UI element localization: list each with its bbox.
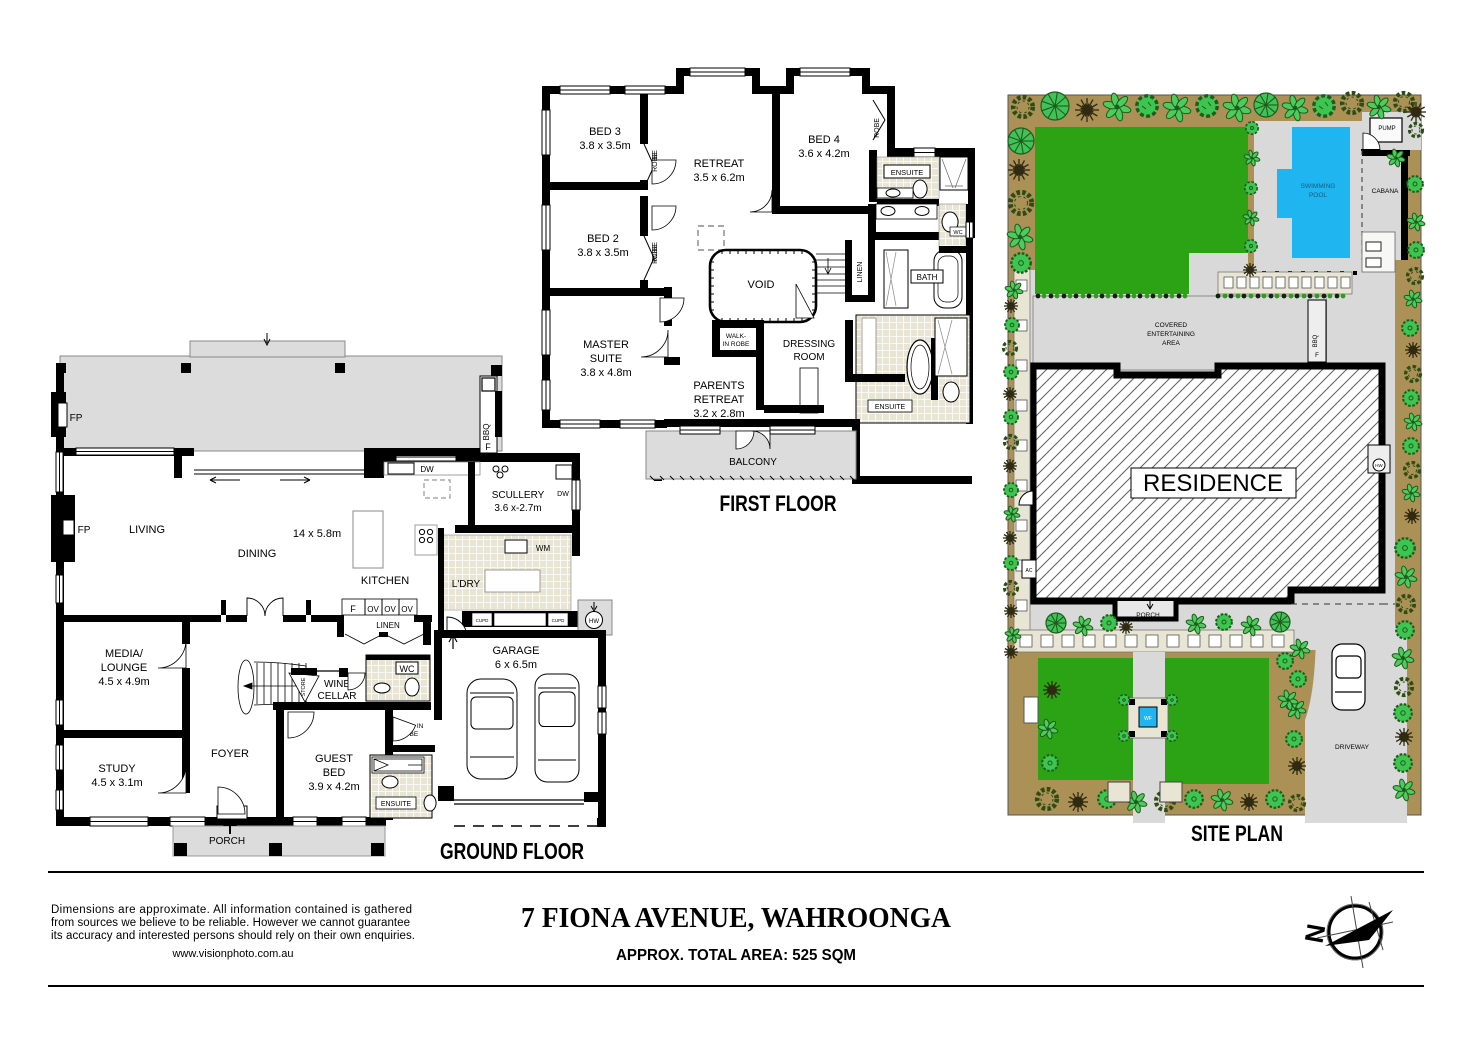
- svg-text:F: F: [485, 442, 491, 452]
- svg-text:www.visionphoto.com.au: www.visionphoto.com.au: [171, 948, 293, 960]
- svg-text:AREA: AREA: [1162, 340, 1180, 347]
- svg-text:PUMP: PUMP: [1378, 126, 1395, 132]
- svg-text:OV: OV: [384, 605, 396, 614]
- svg-text:BED 4: BED 4: [808, 134, 840, 146]
- svg-text:ROBE: ROBE: [652, 244, 659, 264]
- svg-text:3.6 x-2.7m: 3.6 x-2.7m: [494, 503, 541, 514]
- svg-text:IN ROBE: IN ROBE: [723, 341, 750, 348]
- svg-text:SCULLERY: SCULLERY: [492, 490, 545, 501]
- svg-text:GARAGE: GARAGE: [492, 645, 539, 657]
- svg-text:CELLAR: CELLAR: [318, 691, 357, 702]
- svg-text:APPROX. TOTAL AREA: 525 SQM: APPROX. TOTAL AREA: 525 SQM: [616, 947, 856, 964]
- svg-text:SUITE: SUITE: [590, 353, 622, 365]
- svg-text:BBQ: BBQ: [482, 424, 491, 441]
- svg-text:POOL: POOL: [1309, 192, 1327, 199]
- svg-text:3.8 x 3.5m: 3.8 x 3.5m: [577, 247, 628, 259]
- svg-text:WINE: WINE: [324, 679, 350, 690]
- svg-text:HW: HW: [589, 619, 599, 625]
- svg-text:its accuracy and interested pe: its accuracy and interested persons shou…: [51, 930, 415, 942]
- svg-text:DW: DW: [420, 465, 434, 474]
- svg-text:COVERED: COVERED: [1155, 322, 1187, 329]
- svg-text:PORCH: PORCH: [1136, 612, 1160, 619]
- svg-text:F: F: [1315, 353, 1319, 359]
- svg-text:ROOM: ROOM: [793, 352, 824, 363]
- svg-text:BATH: BATH: [917, 273, 938, 282]
- svg-text:WC: WC: [953, 230, 962, 236]
- svg-text:BED 3: BED 3: [589, 126, 621, 138]
- svg-text:LIVING: LIVING: [129, 524, 165, 536]
- svg-text:BALCONY: BALCONY: [729, 457, 777, 468]
- svg-text:RETREAT: RETREAT: [694, 394, 745, 406]
- svg-text:PORCH: PORCH: [209, 836, 245, 847]
- svg-text:N: N: [1299, 922, 1332, 946]
- svg-text:MEDIA/: MEDIA/: [105, 648, 144, 660]
- svg-text:FIRST FLOOR: FIRST FLOOR: [720, 491, 837, 516]
- svg-text:STORE: STORE: [301, 677, 307, 696]
- svg-text:BBQ: BBQ: [1313, 334, 1319, 347]
- svg-text:ENTERTAINING: ENTERTAINING: [1147, 331, 1195, 338]
- svg-text:4.5 x 3.1m: 4.5 x 3.1m: [91, 777, 142, 789]
- svg-text:CUPD: CUPD: [476, 618, 490, 623]
- svg-text:3.2 x 2.8m: 3.2 x 2.8m: [693, 408, 744, 420]
- svg-text:WC: WC: [400, 664, 415, 674]
- svg-text:HW: HW: [1375, 463, 1383, 468]
- svg-text:F: F: [350, 604, 356, 614]
- svg-text:SWIMMING: SWIMMING: [1301, 183, 1336, 190]
- svg-text:DRESSING: DRESSING: [783, 339, 835, 350]
- svg-text:LINEN: LINEN: [376, 621, 400, 630]
- svg-text:BED: BED: [323, 767, 346, 779]
- svg-text:GROUND FLOOR: GROUND FLOOR: [440, 838, 584, 864]
- svg-text:FP: FP: [70, 413, 83, 424]
- svg-text:ROBE: ROBE: [652, 152, 659, 172]
- svg-text:3.6 x 4.2m: 3.6 x 4.2m: [798, 148, 849, 160]
- svg-text:MASTER: MASTER: [583, 339, 629, 351]
- svg-text:FOYER: FOYER: [211, 748, 249, 760]
- svg-text:ENSUITE: ENSUITE: [875, 404, 906, 411]
- svg-text:FP: FP: [78, 525, 91, 536]
- svg-text:OV: OV: [401, 605, 413, 614]
- svg-text:DRIVEWAY: DRIVEWAY: [1335, 744, 1370, 751]
- svg-text:SITE PLAN: SITE PLAN: [1191, 821, 1283, 846]
- svg-text:RESIDENCE: RESIDENCE: [1143, 470, 1283, 497]
- svg-text:LINEN: LINEN: [857, 262, 864, 283]
- svg-text:LOUNGE: LOUNGE: [101, 662, 147, 674]
- svg-text:WF: WF: [1144, 716, 1152, 722]
- svg-text:KITCHEN: KITCHEN: [361, 575, 409, 587]
- svg-text:AC: AC: [1026, 568, 1033, 574]
- svg-text:WALK-: WALK-: [726, 333, 746, 340]
- svg-text:6 x 6.5m: 6 x 6.5m: [495, 659, 537, 671]
- svg-text:OV: OV: [367, 605, 379, 614]
- svg-text:4.5 x 4.9m: 4.5 x 4.9m: [98, 676, 149, 688]
- svg-text:14 x 5.8m: 14 x 5.8m: [293, 528, 341, 540]
- svg-text:RETREAT: RETREAT: [694, 158, 745, 170]
- svg-text:VOID: VOID: [748, 279, 775, 291]
- svg-text:ENSUITE: ENSUITE: [891, 168, 924, 177]
- svg-text:ROBE: ROBE: [652, 242, 659, 262]
- svg-text:ENSUITE: ENSUITE: [381, 801, 412, 808]
- svg-text:GUEST: GUEST: [315, 753, 353, 765]
- svg-text:CUPD: CUPD: [552, 618, 566, 623]
- svg-text:L'DRY: L'DRY: [452, 579, 481, 590]
- svg-text:ROBE: ROBE: [874, 118, 881, 138]
- svg-text:BED 2: BED 2: [587, 233, 619, 245]
- svg-text:from sources we believe to be: from sources we believe to be reliable. …: [51, 917, 410, 929]
- svg-text:PARENTS: PARENTS: [693, 380, 744, 392]
- svg-text:3.5 x 6.2m: 3.5 x 6.2m: [693, 172, 744, 184]
- svg-text:DINING: DINING: [238, 548, 277, 560]
- svg-text:WM: WM: [536, 544, 551, 553]
- svg-text:7 FIONA AVENUE, WAHROONGA: 7 FIONA AVENUE, WAHROONGA: [521, 902, 951, 934]
- svg-text:STUDY: STUDY: [98, 763, 136, 775]
- svg-text:DW: DW: [557, 491, 569, 498]
- svg-text:3.9 x 4.2m: 3.9 x 4.2m: [308, 781, 359, 793]
- svg-text:3.8 x 4.8m: 3.8 x 4.8m: [580, 367, 631, 379]
- svg-text:CABANA: CABANA: [1372, 188, 1399, 195]
- svg-text:Dimensions are approximate.: Dimensions are approximate. All informat…: [51, 904, 412, 916]
- svg-text:3.8 x 3.5m: 3.8 x 3.5m: [579, 140, 630, 152]
